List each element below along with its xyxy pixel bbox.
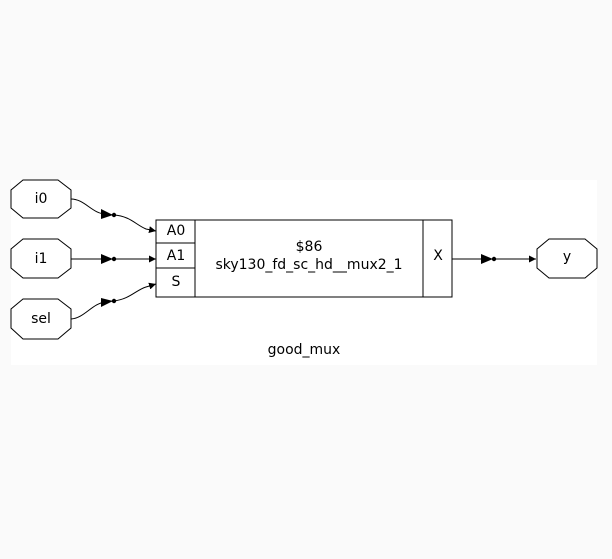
- port-a0-label: A0: [167, 223, 185, 239]
- output-port-y-label: y: [563, 249, 571, 265]
- cell-type-label: sky130_fd_sc_hd__mux2_1: [215, 257, 402, 273]
- input-port-sel-label: sel: [31, 311, 51, 327]
- port-s-label: S: [172, 274, 181, 290]
- wire-sel-to-s: [70, 282, 157, 320]
- input-port-i1[interactable]: i1: [10, 238, 72, 279]
- input-port-i0-label: i0: [35, 191, 48, 207]
- mux-cell[interactable]: A0 A1 S $86 sky130_fd_sc_hd__mux2_1 X: [155, 219, 453, 298]
- output-port-y[interactable]: y: [536, 238, 598, 279]
- cell-instance-id: $86: [296, 239, 323, 255]
- wire-i1-to-a1: [71, 254, 156, 264]
- wire-i0-to-a0: [70, 198, 157, 234]
- input-port-i1-label: i1: [35, 251, 48, 267]
- wire-x-to-y: [452, 254, 536, 264]
- port-x-label: X: [433, 248, 443, 264]
- input-port-i0[interactable]: i0: [10, 179, 72, 219]
- port-a1-label: A1: [167, 248, 185, 264]
- input-port-sel[interactable]: sel: [10, 298, 72, 340]
- module-title: good_mux: [268, 342, 341, 358]
